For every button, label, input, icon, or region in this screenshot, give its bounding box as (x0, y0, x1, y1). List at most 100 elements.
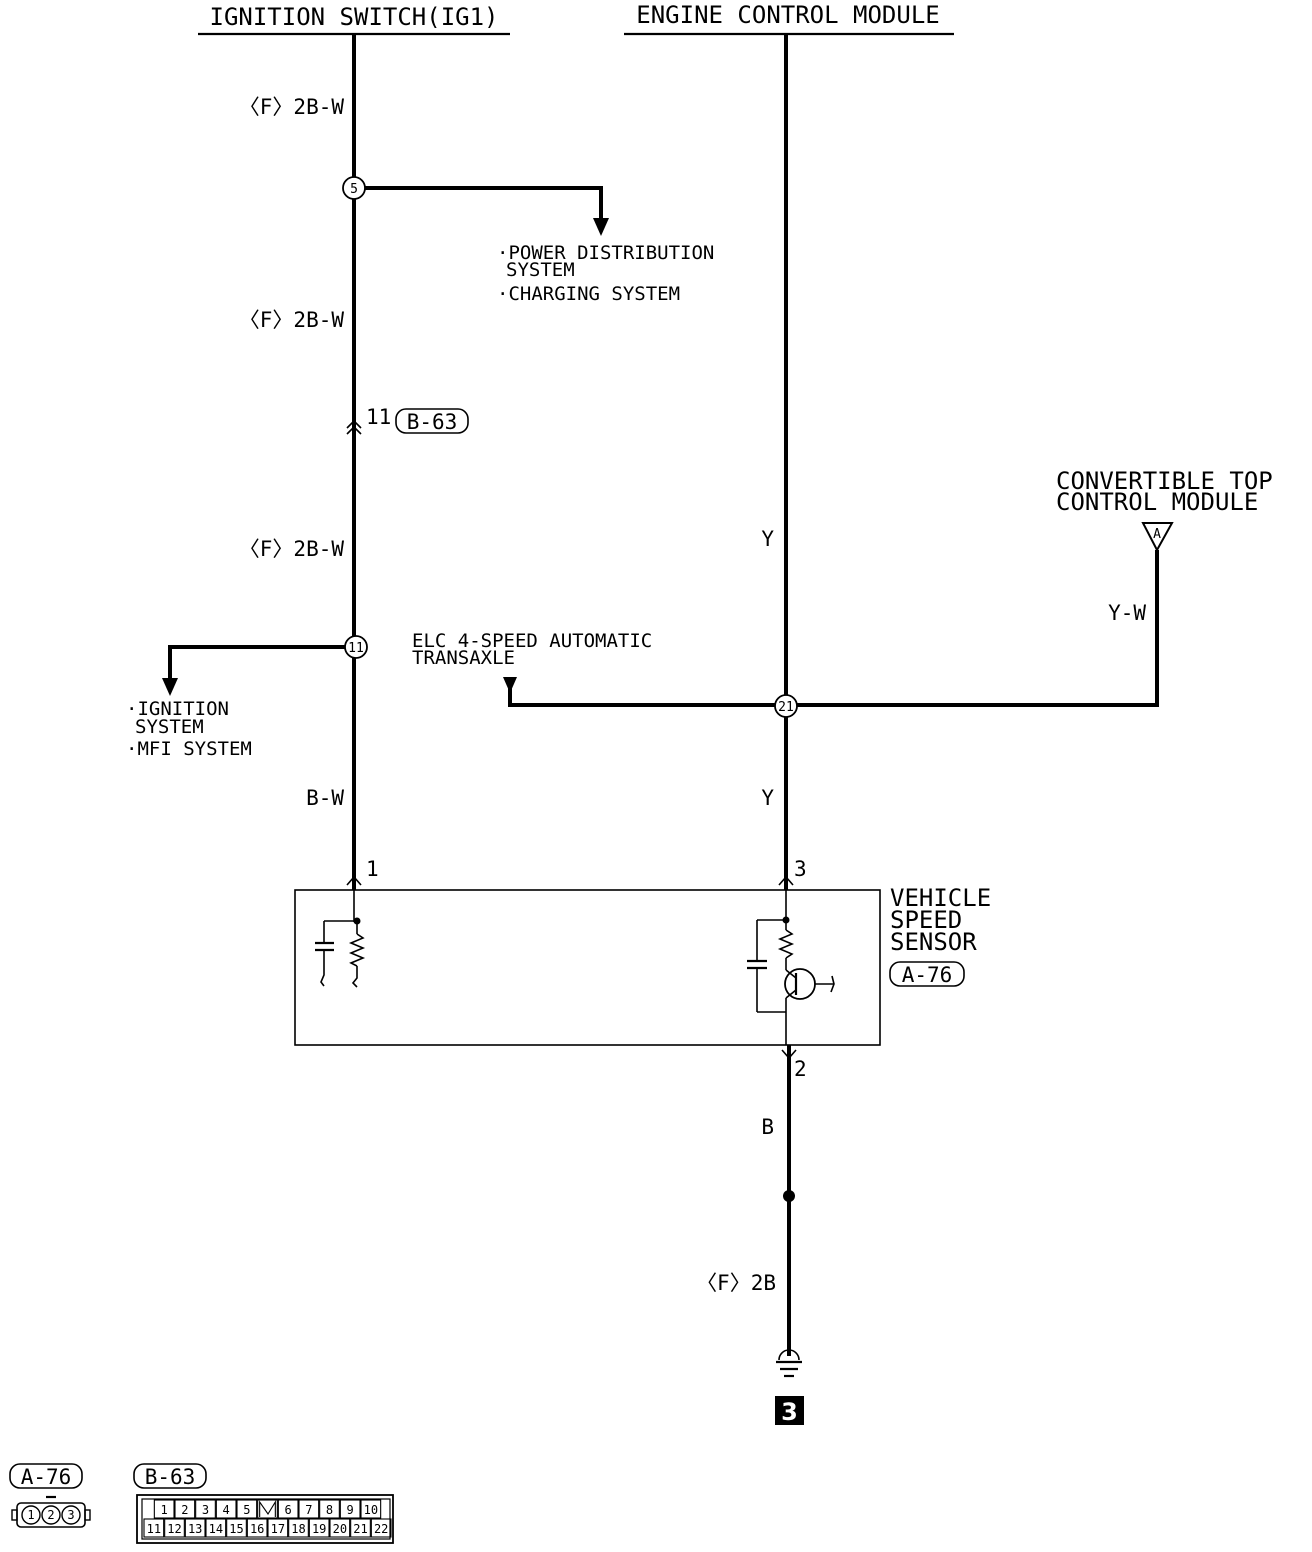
pin2-label: 2 (794, 1057, 807, 1081)
b63-tag: B-63 (407, 410, 458, 434)
b63-pin-cell (288, 1518, 309, 1538)
b63-pin-cell (339, 1499, 361, 1519)
sensor-box (294, 889, 881, 1046)
wire-label-f2bw-1: 〈F〉2B-W (239, 95, 345, 119)
legend-a76-id: A-76 (21, 1465, 72, 1489)
b63-pin-label: 5 (243, 1503, 250, 1517)
b63-pin-label: 20 (333, 1522, 347, 1536)
b63-pin-label: 11 (147, 1522, 161, 1536)
branch-elc-line2: TRANSAXLE (412, 647, 515, 669)
b63-pin-label: 15 (229, 1522, 243, 1536)
wire-label-y-upper: Y (761, 527, 774, 551)
wire-label-f2b: 〈F〉2B (696, 1271, 776, 1295)
branch-elc-arrow-icon (503, 677, 517, 693)
b63-pin-cell (164, 1518, 185, 1538)
b63-pin-cell (257, 1499, 278, 1519)
b63-pin-cell (308, 1518, 330, 1538)
b63-pin-label: 3 (202, 1503, 209, 1517)
branch-ignition-arrow-icon (162, 678, 178, 696)
sensor-label-line2: SPEED (890, 906, 962, 934)
b63-pin-label: 21 (353, 1522, 367, 1536)
b63-pin-label: 19 (312, 1522, 326, 1536)
ground-number-box (775, 1396, 804, 1425)
splice-21-label: 21 (778, 700, 794, 715)
branch-power-line1: ·POWER DISTRIBUTION (497, 242, 714, 264)
branch-elc-line1: ELC 4-SPEED AUTOMATIC (412, 630, 652, 652)
pin1-label: 1 (366, 857, 379, 881)
offpage-a-triangle (1141, 522, 1174, 553)
wire-label-yw: Y-W (1108, 601, 1146, 625)
ground-number: 3 (781, 1398, 798, 1426)
a76-tag-box (889, 961, 965, 987)
branch-ignition-line2: SYSTEM (135, 716, 204, 738)
a76-tag: A-76 (902, 963, 953, 987)
b63-pin-number: 11 (366, 405, 391, 429)
splice-11-label: 11 (348, 641, 364, 656)
b63-pin-label: 7 (305, 1503, 312, 1517)
b63-pin-label: 6 (285, 1503, 292, 1517)
b63-pin-cell (195, 1499, 216, 1519)
b63-pin-cell (226, 1518, 247, 1538)
b63-pin-cell (329, 1518, 351, 1538)
b63-connector-mark-icon (346, 419, 362, 429)
ground-symbol-icon (776, 1349, 802, 1378)
ground-junction-dot (783, 1190, 795, 1202)
legend-a76-pin-3: 3 (67, 1508, 74, 1522)
b63-pin-cell (153, 1499, 175, 1519)
branch-power-arrow-icon (593, 218, 609, 236)
wire-label-b: B (761, 1115, 774, 1139)
branch-power-line2: SYSTEM (506, 259, 575, 281)
sensor-right-circuit (747, 890, 835, 1045)
b63-pin-cell (236, 1499, 258, 1519)
legend-a76: A-76 1 2 3 (9, 1463, 91, 1528)
legend-a76-pin-1: 1 (27, 1508, 34, 1522)
b63-pin-cell (205, 1518, 227, 1538)
sensor-label-line3: SENSOR (890, 928, 977, 956)
ecm-title: ENGINE CONTROL MODULE (636, 1, 939, 29)
wire-label-f2bw-3: 〈F〉2B-W (239, 537, 345, 561)
pin3-label: 3 (794, 857, 807, 881)
pin2-arrow-icon (781, 1049, 797, 1060)
sensor-label-line1: VEHICLE (890, 884, 991, 912)
convertible-top-line2: CONTROL MODULE (1056, 488, 1258, 516)
pin1-arrow-icon (346, 875, 362, 886)
b63-pin-label: 10 (364, 1503, 378, 1517)
b63-pin-label: 22 (374, 1522, 388, 1536)
b63-pin-label: 2 (181, 1503, 188, 1517)
b63-pin-label: 13 (188, 1522, 202, 1536)
splice-5-label: 5 (350, 182, 358, 197)
b63-pin-cell (143, 1518, 165, 1538)
legend-b63-id: B-63 (145, 1465, 196, 1489)
b63-pin-cell (174, 1499, 196, 1519)
b63-pin-label: 1 (161, 1503, 168, 1517)
b63-pin-label: 14 (209, 1522, 223, 1536)
b63-pin-label: 18 (291, 1522, 305, 1536)
b63-pin-label: 4 (223, 1503, 230, 1517)
b63-tag-box (395, 408, 469, 434)
splice-11 (344, 635, 368, 659)
b63-pin-cell (184, 1518, 206, 1538)
ignition-switch-title: IGNITION SWITCH(IG1) (210, 3, 499, 31)
b63-pin-label: 16 (250, 1522, 264, 1536)
yw-wire (786, 550, 1159, 707)
b63-pin-cell (370, 1518, 392, 1538)
legend-a76-pin-2: 2 (47, 1508, 54, 1522)
b63-pin-cell (267, 1518, 289, 1538)
b63-pin-label: 17 (271, 1522, 285, 1536)
b63-pin-label: 9 (347, 1503, 354, 1517)
branch-power-wire (354, 186, 603, 220)
b63-pin-label: 12 (167, 1522, 181, 1536)
b63-pin-cell (319, 1499, 340, 1519)
splice-21 (774, 694, 798, 718)
convertible-top-line1: CONVERTIBLE TOP (1056, 467, 1273, 495)
b63-pin-cell (298, 1499, 320, 1519)
splice-5 (342, 176, 366, 200)
b63-pin-cell (246, 1518, 268, 1538)
wire-label-bw: B-W (306, 786, 344, 810)
branch-ignition-line1: ·IGNITION (126, 698, 229, 720)
branch-mfi: ·MFI SYSTEM (126, 738, 252, 760)
pin3-arrow-icon (778, 875, 794, 886)
